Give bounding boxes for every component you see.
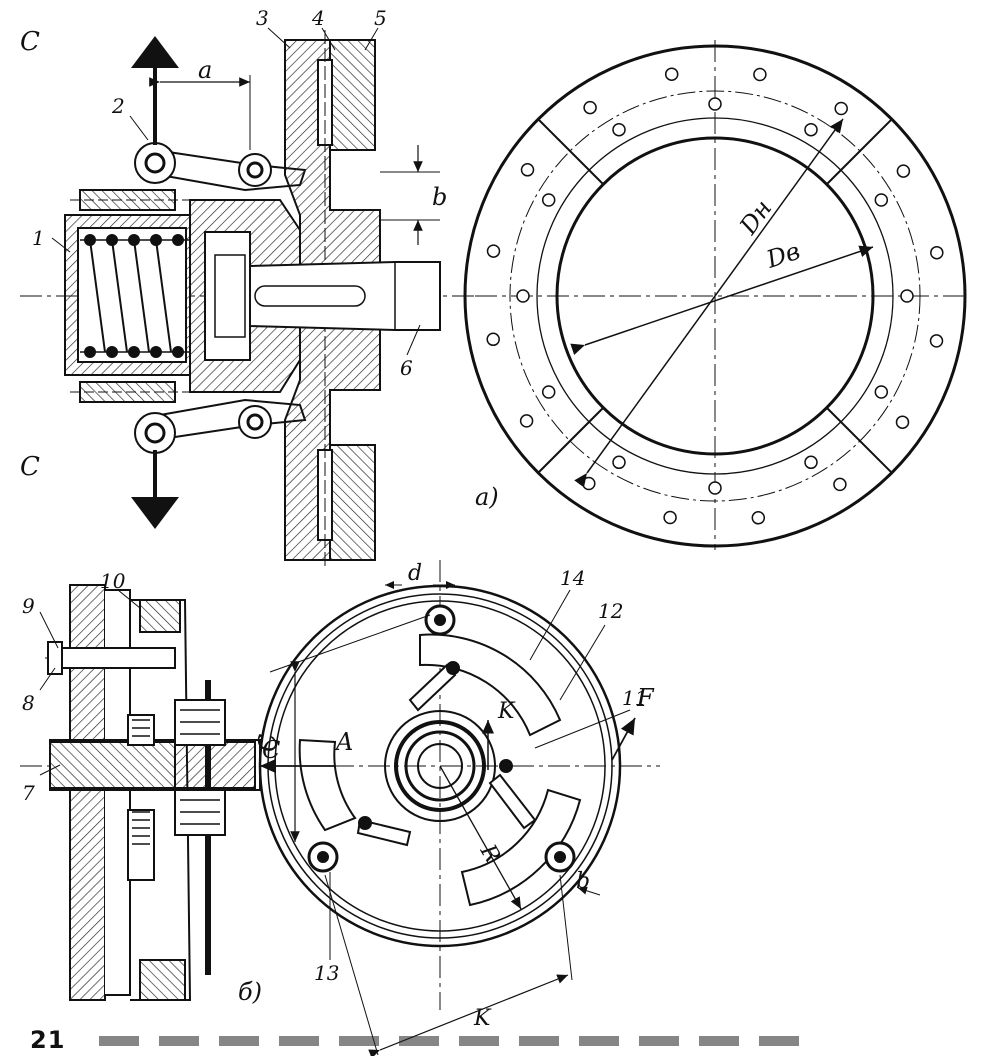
- part-8-label: 8: [22, 691, 35, 715]
- rivet-hole: [612, 455, 626, 470]
- force-label-c-bottom: C: [20, 452, 40, 482]
- rivet-hole: [874, 193, 889, 207]
- rivet-hole: [708, 481, 722, 495]
- part-3-label: 3: [256, 6, 269, 30]
- dimension-b-label: b: [432, 183, 447, 211]
- subfigure-b-label: б): [238, 978, 262, 1006]
- rivet-hole: [582, 476, 596, 491]
- outer-diameter-label: Dн: [734, 195, 778, 241]
- force-f-label: F: [636, 684, 655, 712]
- part-5-label: 5: [374, 6, 387, 30]
- rivet-hole: [708, 97, 722, 111]
- point-a-label: A: [334, 728, 353, 756]
- rivet-hole: [751, 511, 766, 525]
- friction-ring: [463, 40, 970, 550]
- force-label-c-top: C: [20, 27, 40, 57]
- clutch-section-b: [20, 584, 275, 1001]
- rivet-hole: [929, 334, 944, 348]
- rivet-hole: [541, 385, 556, 399]
- part-10-label: 10: [100, 569, 126, 593]
- inner-diameter-label: Dв: [762, 237, 803, 274]
- dimension-k-side-label: K: [497, 699, 516, 724]
- part-1-label: 1: [32, 226, 45, 250]
- part-9-label: 9: [22, 594, 35, 618]
- part-13-label: 13: [314, 961, 339, 985]
- part-14-label: 14: [560, 566, 585, 590]
- rivet-hole: [834, 101, 848, 116]
- part-12-label: 12: [598, 599, 623, 623]
- rivet-hole: [895, 415, 910, 429]
- caption-text-cut-off: [98, 1036, 799, 1046]
- section-a-labels: C C a b 1 2 3 4 5 6 а): [20, 6, 499, 511]
- part-11-label: 11: [622, 686, 647, 710]
- dimension-a-label: a: [198, 56, 212, 84]
- dimension-c-label: C: [254, 734, 282, 752]
- shoe-mechanism: [258, 560, 660, 1056]
- rivet-hole: [583, 100, 597, 115]
- rivet-hole: [612, 122, 626, 137]
- rivet-hole: [896, 164, 911, 178]
- rivet-hole: [541, 193, 556, 207]
- shoe-mechanism-labels: C F A C d K K R b 14 12 11 13 б): [238, 561, 655, 1031]
- dimension-k-label: K: [473, 1006, 492, 1031]
- dimension-d-label: d: [408, 561, 422, 586]
- section-b-labels: 7 8 9 10: [22, 569, 126, 805]
- part-4-label: 4: [311, 6, 325, 30]
- rivet-hole: [520, 163, 535, 177]
- rivet-hole: [753, 67, 767, 82]
- subfigure-a-label: а): [475, 483, 499, 511]
- part-6-label: 6: [400, 356, 413, 380]
- rivet-hole: [930, 245, 944, 260]
- force-c-label: C: [262, 736, 280, 764]
- figure-number: 21: [30, 1026, 66, 1054]
- rivet-hole: [664, 67, 679, 81]
- rivet-hole: [663, 510, 677, 525]
- rivet-hole: [516, 289, 530, 303]
- clutch-section-a: [20, 27, 495, 570]
- rivet-hole: [486, 332, 500, 347]
- rivet-hole: [804, 455, 818, 470]
- part-7-label: 7: [22, 781, 35, 805]
- dimension-b-side-label: b: [576, 869, 590, 894]
- rivet-hole: [900, 289, 914, 303]
- rivet-hole: [804, 122, 818, 137]
- rivet-hole: [519, 414, 534, 428]
- figure-caption: 21: [30, 1026, 930, 1056]
- rivet-hole: [486, 244, 501, 258]
- part-2-label: 2: [111, 94, 125, 118]
- rivet-hole: [874, 385, 889, 399]
- rivet-hole: [833, 477, 847, 492]
- friction-ring-labels: Dн Dв: [734, 195, 804, 274]
